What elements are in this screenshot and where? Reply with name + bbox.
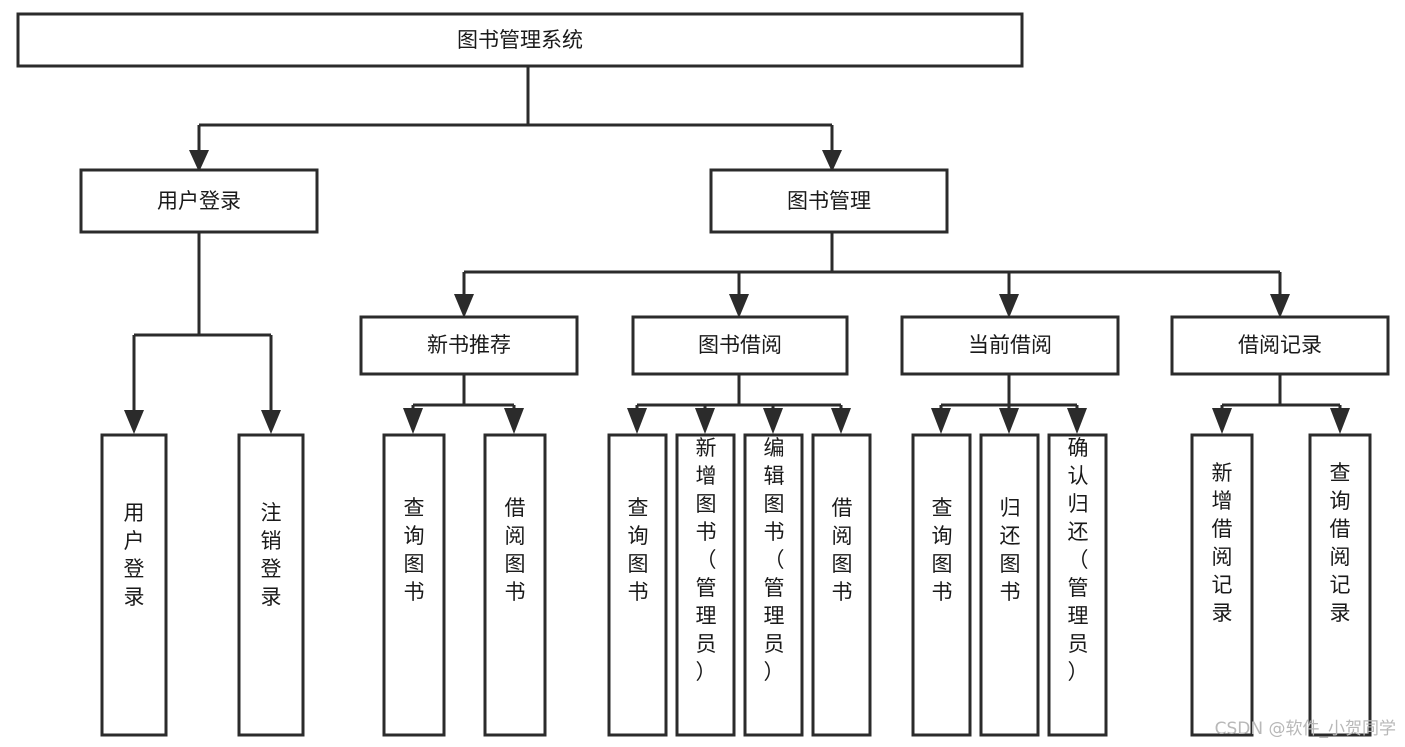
leaf-borrow-book-2-label: 借阅图书: [832, 496, 853, 604]
leaf-node[interactable]: 借阅图书: [811, 433, 872, 737]
leaf-node[interactable]: 新增图书（管理员）: [675, 433, 736, 737]
leaf-query-book-3-label: 查询图书: [932, 496, 953, 604]
node-borrow-record[interactable]: 借阅记录: [1170, 315, 1390, 376]
node-current-borrow-label: 当前借阅: [968, 333, 1052, 357]
leaf-node[interactable]: 查询图书: [607, 433, 668, 737]
node-book-management-label: 图书管理: [787, 189, 871, 213]
connector-new-book-to-leaves: [403, 374, 524, 434]
leaf-query-borrow-record-label: 查询借阅记录: [1330, 461, 1351, 625]
node-book-management[interactable]: 图书管理: [709, 168, 949, 234]
connector-user-login-to-leaves: [124, 232, 281, 434]
leaf-add-borrow-record-label: 新增借阅记录: [1212, 461, 1233, 625]
leaf-return-book-label: 归还图书: [1000, 496, 1021, 604]
leaf-logout-label: 注销登录: [261, 501, 282, 609]
leaf-node[interactable]: 查询图书: [382, 433, 446, 737]
leaf-edit-book-label: 编辑图书（管理员）: [764, 436, 785, 684]
leaf-node[interactable]: 新增借阅记录: [1190, 433, 1254, 737]
leaf-borrow-book-1-label: 借阅图书: [505, 496, 526, 604]
leaf-node[interactable]: 查询借阅记录: [1308, 433, 1372, 737]
leaf-node[interactable]: 借阅图书: [483, 433, 547, 737]
node-root-label: 图书管理系统: [457, 28, 583, 52]
node-user-login-label: 用户登录: [157, 189, 241, 213]
connector-borrow-record-to-leaves: [1212, 374, 1350, 434]
node-root-system[interactable]: 图书管理系统: [16, 12, 1024, 68]
leaf-node[interactable]: 用户登录: [100, 433, 168, 737]
node-current-borrow[interactable]: 当前借阅: [900, 315, 1120, 376]
connector-book-borrow-to-leaves: [627, 374, 851, 434]
leaf-node[interactable]: 查询图书: [911, 433, 972, 737]
leaf-query-book-2-label: 查询图书: [628, 496, 649, 604]
node-book-borrow[interactable]: 图书借阅: [631, 315, 849, 376]
connector-book-mgmt-to-level3: [454, 232, 1290, 318]
node-user-login[interactable]: 用户登录: [79, 168, 319, 234]
leaf-user-login-label: 用户登录: [124, 501, 145, 609]
leaf-node[interactable]: 注销登录: [237, 433, 305, 737]
leaf-query-book-1-label: 查询图书: [404, 496, 425, 604]
leaf-node[interactable]: 归还图书: [979, 433, 1040, 737]
node-new-book-recommend-label: 新书推荐: [427, 333, 511, 357]
node-book-borrow-label: 图书借阅: [698, 333, 782, 357]
leaf-confirm-return-label: 确认归还（管理员）: [1068, 436, 1089, 684]
leaf-node[interactable]: 编辑图书（管理员）: [743, 433, 804, 737]
node-new-book-recommend[interactable]: 新书推荐: [359, 315, 579, 376]
leaf-add-book-label: 新增图书（管理员）: [696, 436, 717, 684]
leaf-node[interactable]: 确认归还（管理员）: [1047, 433, 1108, 737]
csdn-watermark: CSDN @软件_小贺同学: [1215, 719, 1396, 739]
node-borrow-record-label: 借阅记录: [1238, 333, 1322, 357]
connector-current-borrow-to-leaves: [931, 374, 1087, 434]
connector-root-to-level2: [189, 66, 842, 172]
